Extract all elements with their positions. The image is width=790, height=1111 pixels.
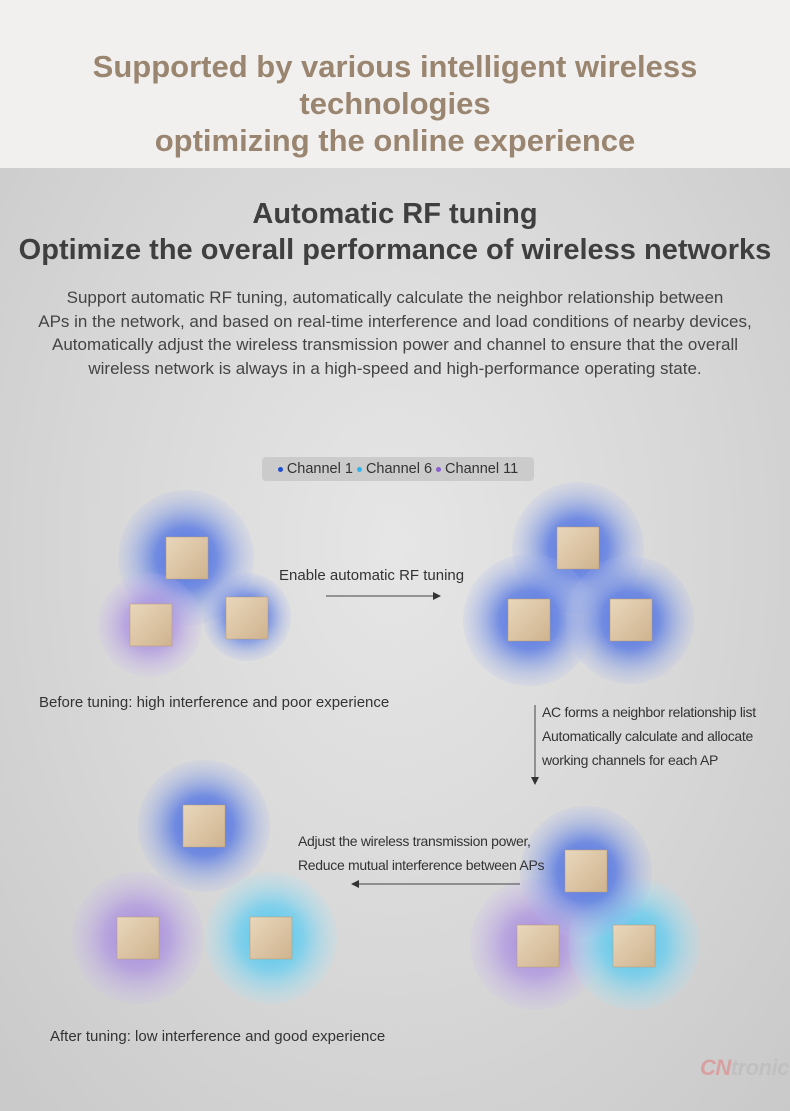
access-point-icon [165,536,209,580]
before-tuning-caption: Before tuning: high interference and poo… [39,694,390,711]
channel-1-dot-icon [277,466,283,472]
legend-item-channel-1: Channel 1 [277,461,353,477]
brand-logo: CNtronic [700,1055,789,1081]
access-point-icon [564,849,608,893]
logo-prefix: CN [700,1055,731,1080]
section-title-line-1: Automatic RF tuning [252,198,538,230]
legend-label: Channel 6 [365,461,433,477]
access-point-icon [609,598,653,642]
access-point-icon [249,916,293,960]
after-tuning-caption: After tuning: low interference and good … [50,1028,386,1045]
header-band [0,0,790,168]
legend-label: Channel 1 [286,461,353,477]
after-tuning-cluster [72,760,337,1004]
channel-assigned-cluster [470,806,700,1010]
access-point-icon [516,924,560,968]
access-point-icon [182,804,226,848]
headline-line-2: optimizing the online experience [154,123,636,158]
step-2-line: AC forms a neighbor relationship list [542,704,756,720]
step-2-line: Automatically calculate and allocate [542,728,753,744]
access-point-icon [116,916,160,960]
access-point-icon [129,603,173,647]
step-3-line: Adjust the wireless transmission power, [298,833,531,849]
section-title: Automatic RF tuning Optimize the overall… [0,196,790,268]
step-2-line: working channels for each AP [542,752,719,768]
headline-line-1: Supported by various intelligent wireles… [92,49,698,121]
access-point-icon [225,596,269,640]
channel-legend: Channel 1 Channel 6 Channel 11 [262,457,534,481]
description-line: wireless network is always in a high-spe… [88,358,702,378]
before-tuning-cluster [98,490,291,677]
step-2-label: AC forms a neighbor relationship list Au… [542,700,756,772]
access-point-icon [556,526,600,570]
channel-11-dot-icon [436,466,442,472]
section-description: Support automatic RF tuning, automatical… [0,286,790,380]
legend-item-channel-11: Channel 11 [436,461,518,477]
legend-item-channel-6: Channel 6 [356,461,433,477]
access-point-icon [507,598,551,642]
overlapping-cluster [463,482,694,686]
access-point-icon [612,924,656,968]
section-title-line-2: Optimize the overall performance of wire… [18,234,772,266]
logo-suffix: tronic [730,1055,790,1080]
channel-6-dot-icon [356,466,362,472]
step-1-label: Enable automatic RF tuning [279,567,465,584]
legend-label: Channel 11 [445,461,519,477]
description-line: Support automatic RF tuning, automatical… [66,288,724,307]
step-3-line: Reduce mutual interference between APs [298,857,545,873]
page-headline: Supported by various intelligent wireles… [0,48,790,159]
description-line: APs in the network, and based on real-ti… [38,311,752,331]
step-3-label: Adjust the wireless transmission power, … [298,829,545,877]
description-line: Automatically adjust the wireless transm… [51,335,739,354]
